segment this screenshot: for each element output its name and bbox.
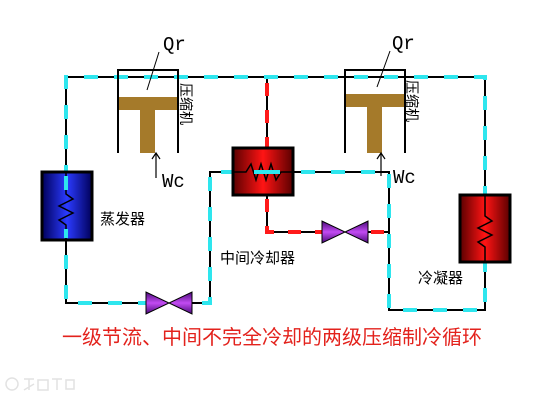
main-loop-dashes <box>64 75 487 305</box>
condenser-outlet-dashes <box>293 170 487 312</box>
condenser-coil <box>476 195 494 262</box>
heat-label-right: Qr <box>392 33 415 55</box>
evaporator-body <box>40 170 94 242</box>
valve-half <box>145 291 171 315</box>
diagram-title: 一级节流、中间不完全冷却的两级压缩制冷循环 <box>62 325 482 349</box>
red-flow-dashes <box>265 77 389 234</box>
watermark <box>5 377 75 391</box>
watermark-circle <box>5 377 19 391</box>
compressor-piston <box>346 94 404 153</box>
coil-outlet-pipe <box>192 171 233 304</box>
compressor-cylinder <box>117 69 179 153</box>
intercooler-bottom-dashes <box>265 195 322 234</box>
work-arrow-left <box>151 151 161 178</box>
expansion-valve-bottom <box>145 291 193 315</box>
evaporator-coil <box>57 172 75 240</box>
heat-label-left: Qr <box>163 34 186 56</box>
valve-half <box>343 220 369 244</box>
valve-half <box>321 220 347 244</box>
condenser <box>458 193 512 264</box>
heat-pointer-left <box>146 51 160 91</box>
heat-pointer-right <box>376 50 391 88</box>
intercooler-label: 中间冷却器 <box>220 249 295 267</box>
work-label-right: Wc <box>393 167 416 189</box>
intercooler <box>231 146 295 197</box>
evaporator <box>40 170 94 242</box>
valve-half <box>167 291 193 315</box>
compressor-label-right: 压缩机 <box>403 80 419 122</box>
compressor-label-left: 压缩机 <box>177 83 193 125</box>
compressor-right <box>344 69 406 153</box>
work-label-left: Wc <box>162 171 185 193</box>
arrow-up-icon <box>151 151 161 160</box>
cyan-flow-dashes <box>64 75 487 312</box>
intercooler-bottom-pipe <box>266 195 322 233</box>
condenser-label: 冷凝器 <box>418 269 463 287</box>
coil-outlet-dashes <box>192 170 233 305</box>
piston-rod <box>140 110 155 153</box>
compressor-cylinder <box>344 69 406 153</box>
work-arrow-right <box>376 151 386 176</box>
piston-head <box>119 97 177 110</box>
expansion-valve-middle <box>321 220 369 244</box>
compressor-left <box>117 69 179 153</box>
piston-head <box>346 94 404 107</box>
piston-rod <box>367 107 382 153</box>
arrow-up-icon <box>376 151 386 160</box>
evaporator-label: 蒸发器 <box>100 210 145 228</box>
compressor-piston <box>119 97 177 153</box>
watermark-strokes <box>23 378 75 391</box>
